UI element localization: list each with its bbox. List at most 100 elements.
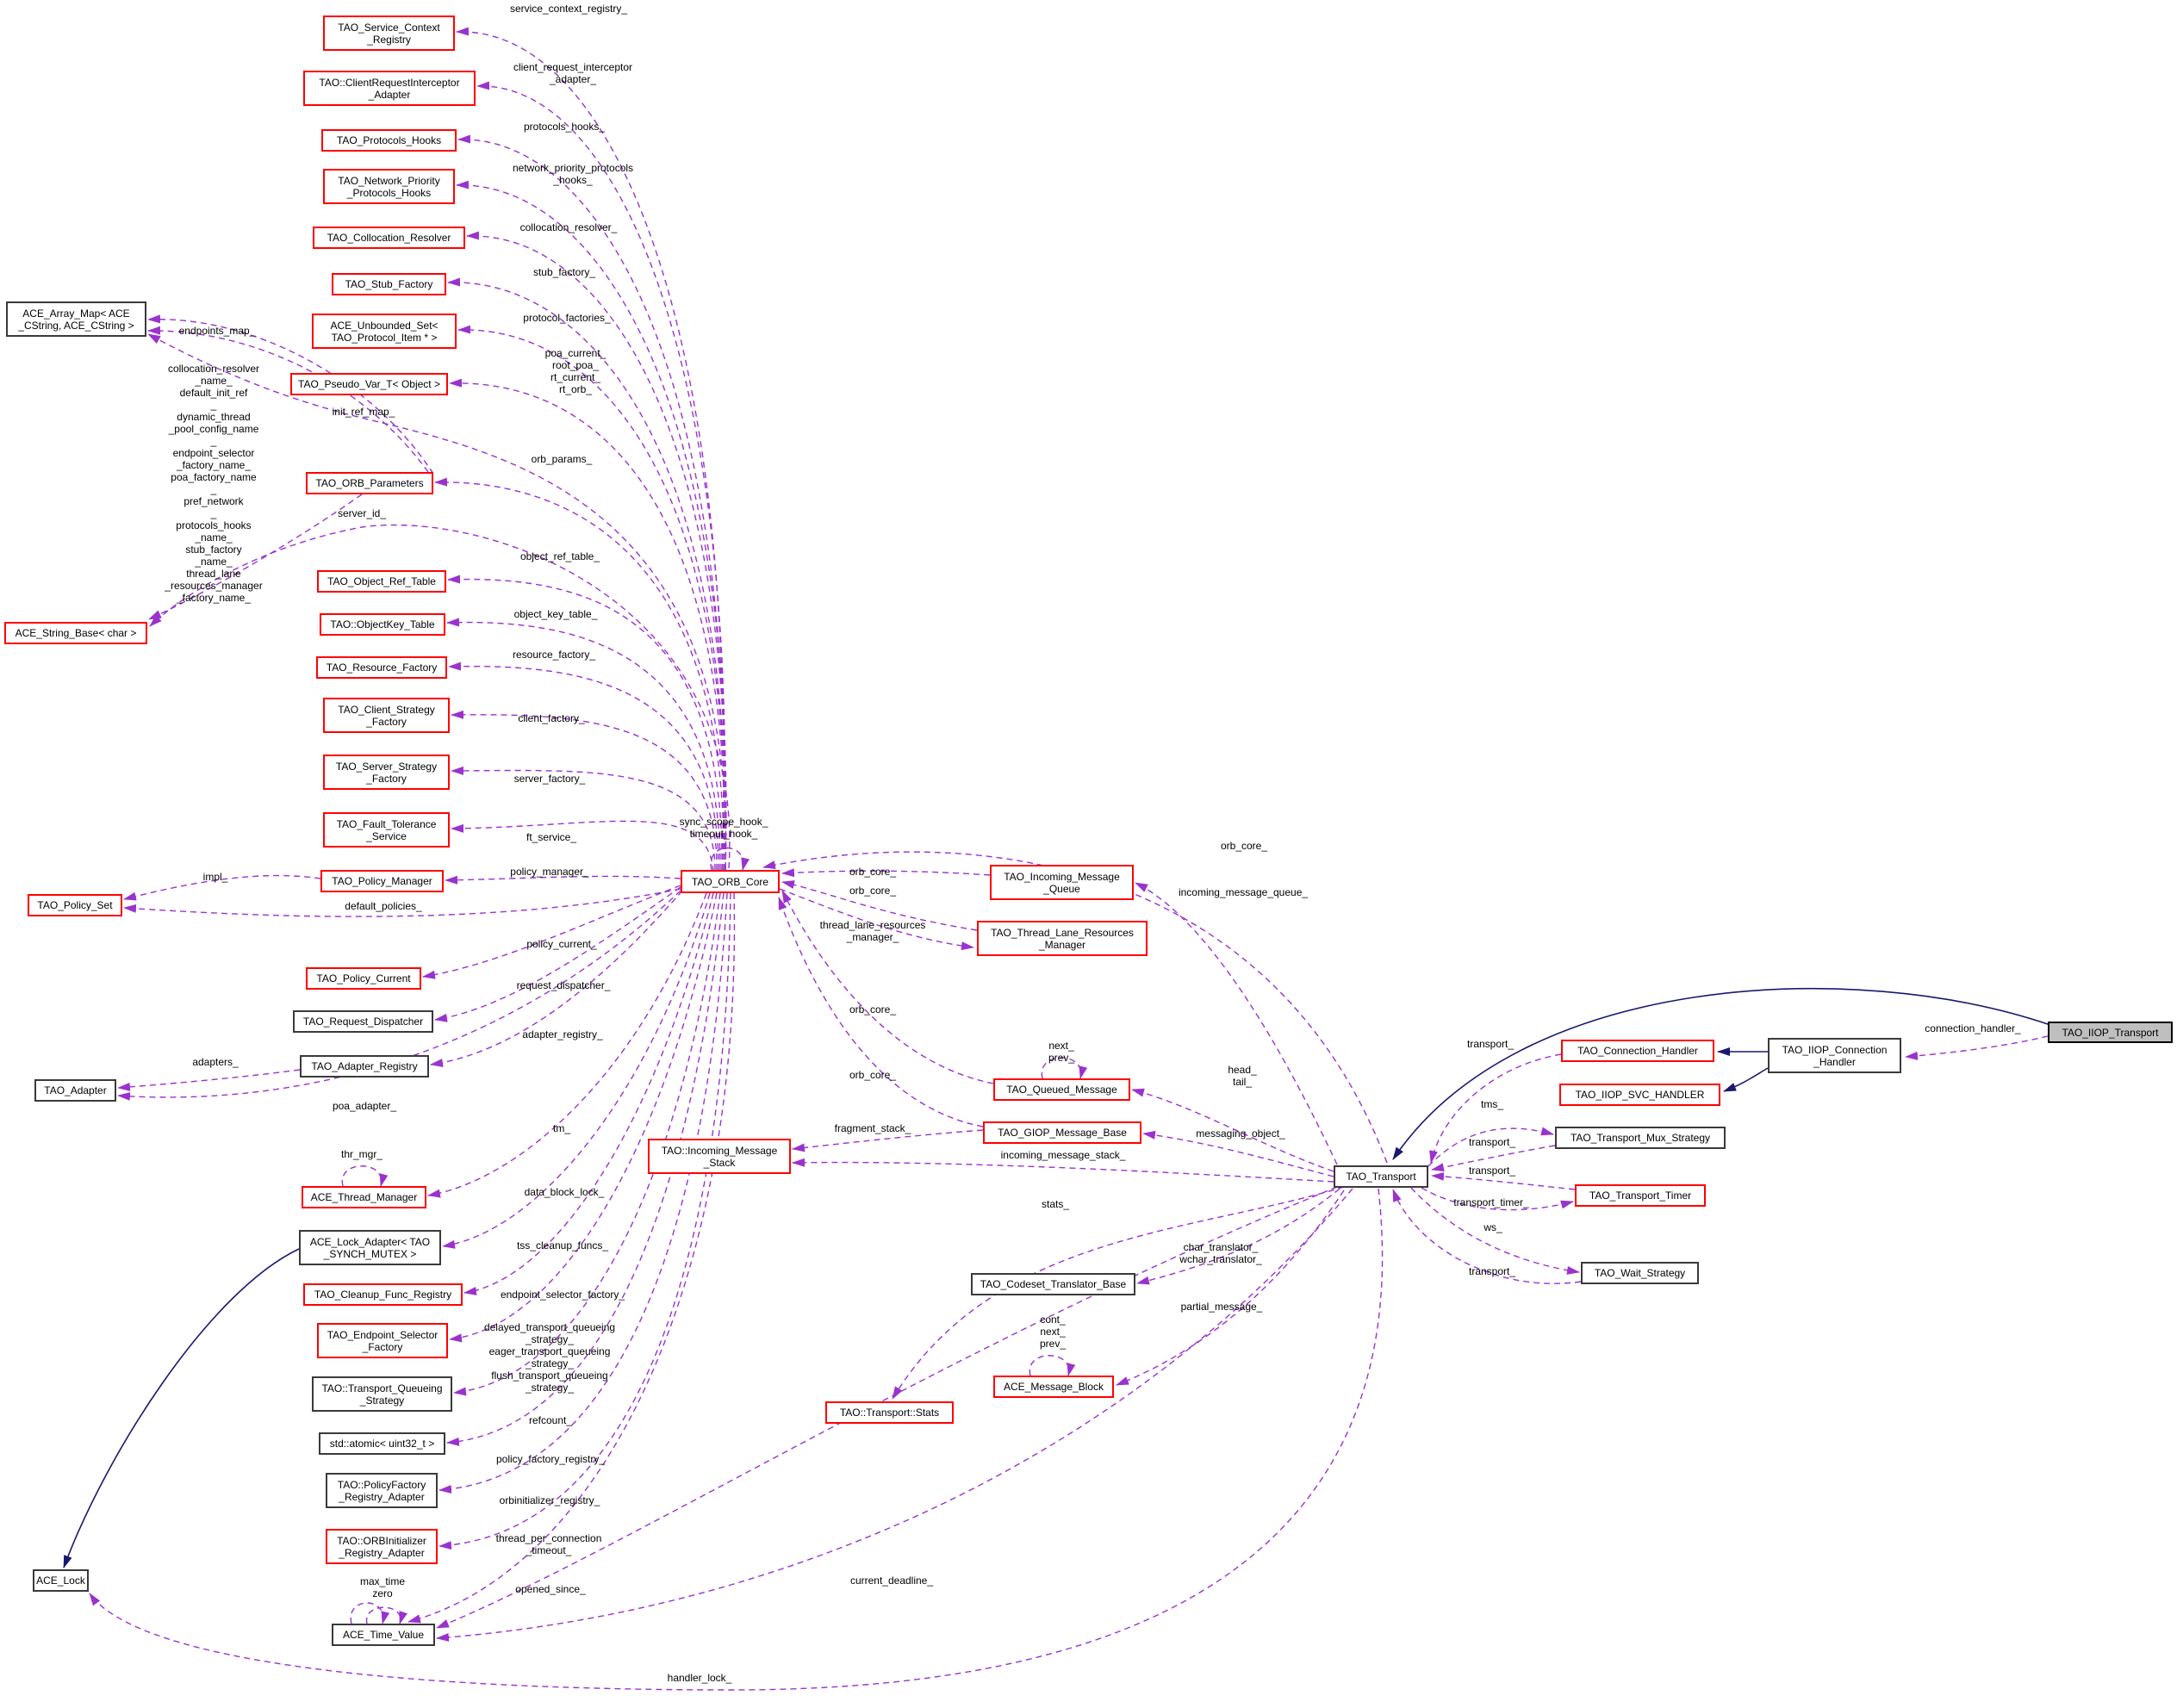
member-edge [148,494,363,620]
member-edge [1392,1189,1582,1284]
member-edge [476,81,726,871]
class-node-objref[interactable]: TAO_Object_Ref_Table [317,570,446,593]
class-node-cri_adapter[interactable]: TAO::ClientRequestInterceptor _Adapter [303,71,476,106]
member-edge [427,892,707,1198]
class-node-stub[interactable]: TAO_Stub_Factory [332,273,446,295]
member-edge [779,888,974,951]
class-node-orbcore[interactable]: TAO_ORB_Core [681,870,780,893]
class-node-label: TAO_Pseudo_Var_T< Object > [298,378,440,390]
class-node-tqs[interactable]: TAO::Transport_Queueing _Strategy [312,1376,452,1412]
member-edge [1131,1088,1334,1172]
class-node-colloc[interactable]: TAO_Collocation_Resolver [313,227,465,249]
class-node-label: TAO_Transport_Timer [1589,1189,1692,1202]
class-node-label: TAO_ORB_Parameters [315,477,424,489]
class-node-protocols_hooks[interactable]: TAO_Protocols_Hooks [321,129,457,152]
member-edge [451,820,714,873]
class-node-iiopconn[interactable]: TAO_IIOP_Connection _Handler [1768,1038,1901,1073]
class-node-atomic[interactable]: std::atomic< uint32_t > [319,1432,445,1455]
class-node-wait[interactable]: TAO_Wait_Strategy [1581,1262,1699,1284]
class-node-strbase[interactable]: ACE_String_Base< char > [4,622,147,644]
edge-label: tms_ [1481,1098,1503,1110]
edge-label: fragment_stack_ [835,1122,911,1134]
class-node-cleanup[interactable]: TAO_Cleanup_Func_Registry [303,1283,463,1306]
member-edge [1136,1188,1340,1285]
class-node-label: ACE_String_Base< char > [15,627,137,639]
member-edge [407,892,736,1624]
class-node-arrmap[interactable]: ACE_Array_Map< ACE _CString, ACE_CString… [6,301,146,337]
class-node-ims[interactable]: TAO::Incoming_Message _Stack [648,1139,791,1174]
edge-label: impl_ [203,871,228,883]
class-node-label: TAO_Fault_Tolerance _Service [336,817,437,842]
inheritance-edge [1392,987,2051,1160]
class-node-label: TAO_Resource_Factory [326,661,438,674]
member-edge [1029,1355,1076,1376]
class-node-msgblk[interactable]: ACE_Message_Block [993,1376,1114,1398]
class-node-iiopsvc[interactable]: TAO_IIOP_SVC_HANDLER [1559,1084,1720,1106]
class-node-pseudo[interactable]: TAO_Pseudo_Var_T< Object > [290,373,448,395]
class-node-label: TAO::ObjectKey_Table [330,618,435,630]
class-node-stats[interactable]: TAO::Transport::Stats [825,1401,954,1424]
class-node-ft[interactable]: TAO_Fault_Tolerance _Service [323,812,450,848]
class-node-mux[interactable]: TAO_Transport_Mux_Strategy [1555,1127,1726,1149]
class-node-resfact[interactable]: TAO_Resource_Factory [316,656,447,679]
member-edge [781,868,991,878]
class-node-adapter[interactable]: TAO_Adapter [34,1079,116,1102]
class-node-adreg[interactable]: TAO_Adapter_Registry [300,1055,429,1078]
edge-label: collocation_resolver_ [520,221,618,233]
class-node-orbinit[interactable]: TAO::ORBInitializer _Registry_Adapter [326,1529,438,1564]
class-node-pfreg[interactable]: TAO::PolicyFactory _Registry_Adapter [326,1473,438,1508]
class-node-lockad[interactable]: ACE_Lock_Adapter< TAO _SYNCH_MUTEX > [299,1230,441,1265]
class-node-objkey[interactable]: TAO::ObjectKey_Table [320,613,445,636]
member-edge [892,1186,1345,1400]
class-node-label: TAO_Policy_Set [37,899,113,911]
edge-label: policy_manager_ [510,866,589,878]
edge-label: default_policies_ [345,900,422,912]
class-node-acelock[interactable]: ACE_Lock [33,1569,89,1592]
class-node-qmsg[interactable]: TAO_Queued_Message [993,1078,1130,1101]
member-edge [1135,882,1338,1165]
class-node-epsel[interactable]: TAO_Endpoint_Selector _Factory [317,1323,448,1358]
edge-label: thr_mgr_ [341,1148,383,1160]
class-node-giop[interactable]: TAO_GIOP_Message_Base [983,1121,1141,1144]
class-node-orbparams[interactable]: TAO_ORB_Parameters [306,472,433,494]
class-node-label: TAO_Thread_Lane_Resources _Manager [991,926,1134,951]
edge-label: network_priority_protocols_hooks_ [513,162,633,186]
edge-label: transport_ [1469,1265,1515,1277]
class-node-thrmgr[interactable]: ACE_Thread_Manager [302,1186,426,1208]
class-node-clistrat[interactable]: TAO_Client_Strategy _Factory [323,698,450,733]
class-node-label: TAO_Server_Strategy _Factory [335,760,438,785]
edge-label: collocation_resolver_name_default_init_r… [164,363,262,604]
edge-label: tm_ [553,1122,570,1134]
class-node-label: std::atomic< uint32_t > [329,1438,435,1450]
class-node-srvstrat[interactable]: TAO_Server_Strategy _Factory [323,755,450,790]
class-node-iioptr[interactable]: TAO_IIOP_Transport [2048,1022,2173,1043]
edge-label: transport_ [1469,1165,1515,1177]
inheritance-edge [1723,1067,1769,1092]
class-node-transport[interactable]: TAO_Transport [1334,1165,1428,1188]
edge-label: messaging_object_ [1196,1127,1285,1140]
class-node-unbset[interactable]: ACE_Unbounded_Set< TAO_Protocol_Item * > [312,314,457,349]
class-node-imq[interactable]: TAO_Incoming_Message _Queue [990,865,1134,900]
class-node-polcur[interactable]: TAO_Policy_Current [306,967,421,990]
edge-label: char_translator_wchar_translator_ [1179,1241,1262,1265]
class-node-polmgr[interactable]: TAO_Policy_Manager [320,870,444,892]
class-node-timeval[interactable]: ACE_Time_Value [332,1624,435,1646]
member-edge [792,1158,1334,1183]
class-node-connh[interactable]: TAO_Connection_Handler [1561,1040,1714,1062]
edge-label: transport_ [1469,1136,1515,1148]
edge-label: head_tail_ [1228,1064,1257,1088]
class-node-label: TAO_Policy_Current [316,972,411,984]
class-node-label: TAO_Collocation_Resolver [327,232,451,244]
class-node-label: TAO_Request_Dispatcher [302,1015,424,1028]
class-node-label: ACE_Array_Map< ACE _CString, ACE_CString… [18,307,134,332]
class-node-reqdisp[interactable]: TAO_Request_Dispatcher [293,1010,433,1033]
class-node-tlrm[interactable]: TAO_Thread_Lane_Resources _Manager [977,921,1148,956]
class-node-polset[interactable]: TAO_Policy_Set [28,894,122,916]
class-node-label: TAO_Client_Strategy _Factory [338,703,435,728]
class-node-net_prio[interactable]: TAO_Network_Priority _Protocols_Hooks [323,169,455,204]
class-node-label: TAO_Object_Ref_Table [327,575,436,587]
class-node-timer[interactable]: TAO_Transport_Timer [1575,1184,1706,1207]
class-node-codeset[interactable]: TAO_Codeset_Translator_Base [971,1273,1135,1295]
class-node-svc_ctx_reg[interactable]: TAO_Service_Context _Registry [323,16,455,51]
